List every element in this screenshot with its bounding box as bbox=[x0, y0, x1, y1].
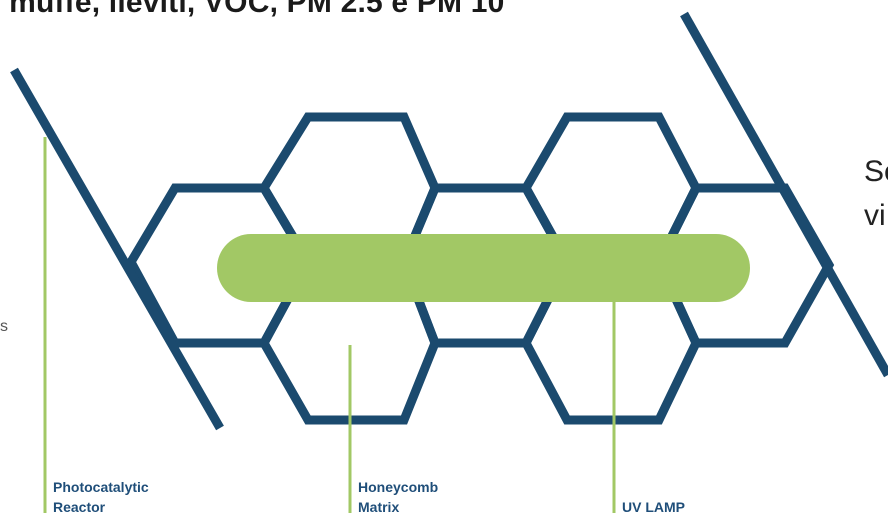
page-heading: , muffe, lieviti, VOC, PM 2.5 e PM 10 bbox=[0, 0, 505, 19]
label-matrix-line-2: Matrix bbox=[358, 499, 400, 515]
label-lamp-line-1: UV LAMP bbox=[622, 499, 685, 515]
reactor-left-wall bbox=[10, 67, 224, 431]
side-text-line-1: Se bbox=[864, 155, 888, 188]
side-text-line-2: vi bbox=[864, 199, 886, 232]
side-fragment: s bbox=[0, 318, 8, 335]
reactor-right-wall bbox=[680, 11, 888, 378]
uv-lamp bbox=[217, 234, 750, 302]
side-text: Se vi bbox=[864, 150, 888, 238]
label-reactor-line-2: Reactor bbox=[53, 499, 106, 515]
label-matrix-line-1: Honeycomb bbox=[358, 479, 439, 495]
label-reactor-line-1: Photocatalytic bbox=[53, 479, 149, 495]
label-photocatalytic-reactor: Photocatalytic Reactor bbox=[53, 477, 149, 517]
label-honeycomb-matrix: Honeycomb Matrix bbox=[358, 477, 438, 517]
label-uv-lamp: UV LAMP bbox=[622, 497, 685, 517]
